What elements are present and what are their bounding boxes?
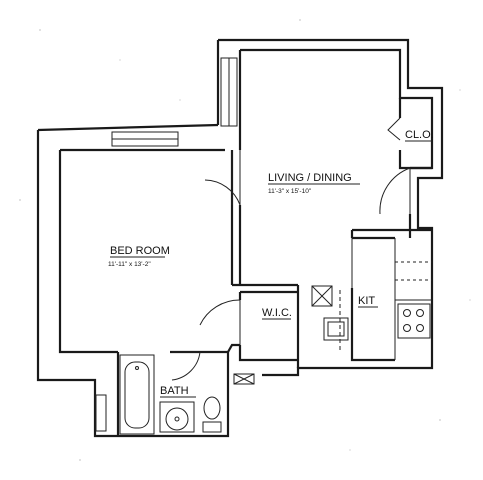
- closet-label: CL.O.: [405, 129, 434, 141]
- bath-sink: [159, 401, 195, 433]
- bath-vent: [233, 373, 255, 385]
- living-window: [220, 57, 238, 127]
- range: [397, 303, 431, 339]
- bath-window: [95, 394, 107, 432]
- living-dining-dimensions: 11'-3" x 15'-10": [268, 188, 312, 195]
- interior-walls: [116, 228, 432, 436]
- bedroom-window: [111, 131, 179, 147]
- paper-texture: [19, 19, 471, 461]
- kitchen-label: KIT: [358, 295, 375, 307]
- wic-label: W.I.C.: [262, 307, 292, 319]
- doors: [171, 150, 411, 381]
- bedroom-label: BED ROOM: [110, 245, 170, 257]
- toilet: [202, 396, 222, 433]
- bath-label: BATH: [160, 385, 189, 397]
- wic-shaft: [311, 285, 333, 307]
- bedroom-dimensions: 11'-11" x 13'-2": [108, 261, 151, 268]
- kitchen-sink: [323, 317, 349, 341]
- living-dining-label: LIVING / DINING: [268, 172, 352, 184]
- closet: [387, 98, 432, 170]
- bathtub: [119, 354, 155, 435]
- kitchen-counter: [394, 238, 432, 360]
